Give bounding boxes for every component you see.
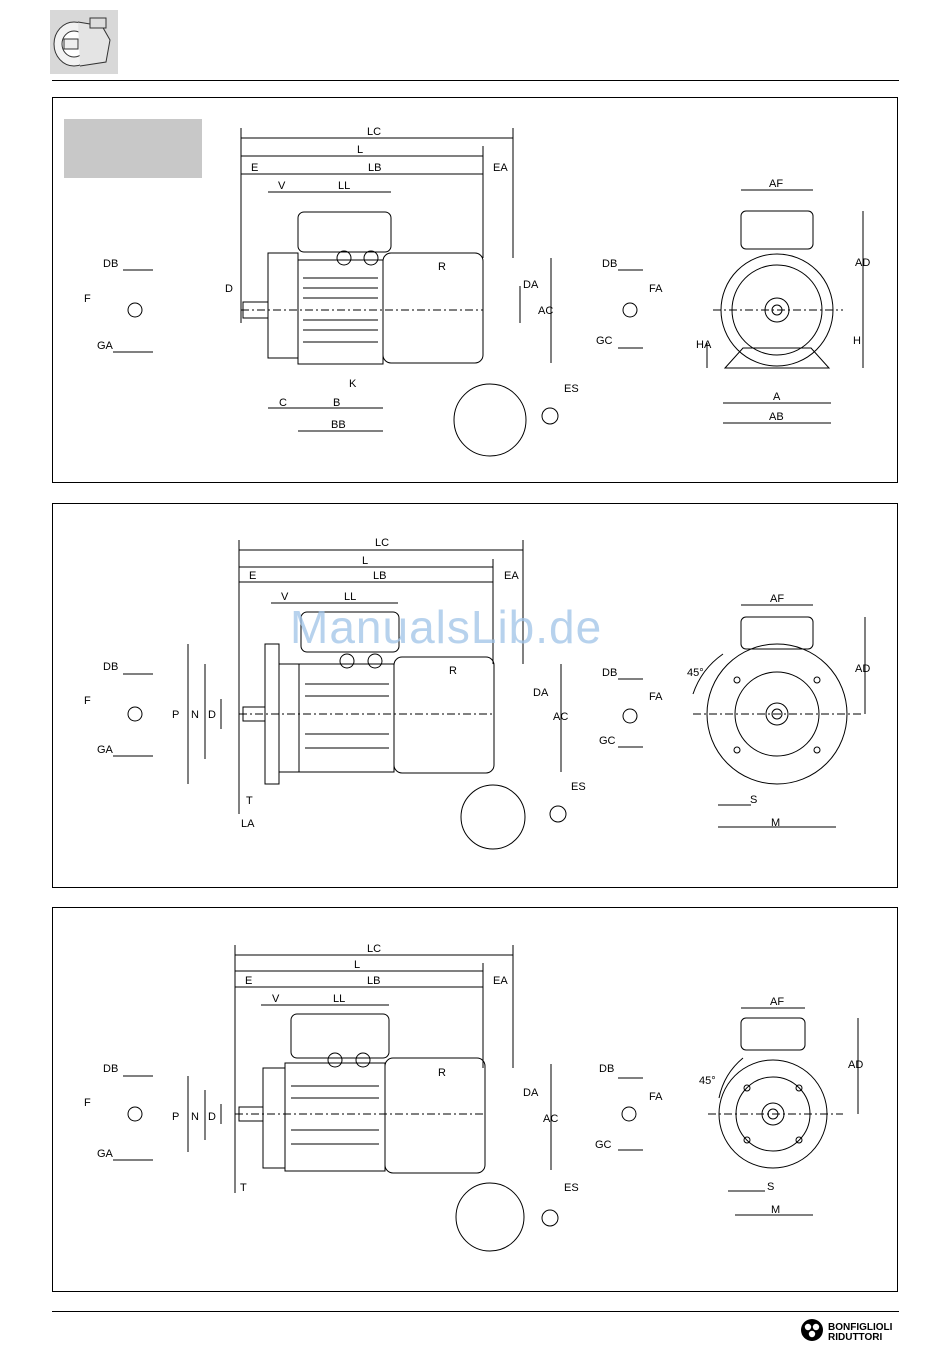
dim-label-ga: GA	[97, 744, 114, 756]
dim-label-ac: AC	[538, 305, 553, 317]
diagram-flange-b14: LC L E LB EA V LL R DA AC P N D T DB F G…	[53, 908, 899, 1293]
dim-label-v: V	[281, 591, 289, 603]
dim-label-ea: EA	[493, 975, 508, 987]
dim-label-f: F	[84, 1097, 91, 1109]
dim-label-l: L	[354, 959, 360, 971]
motor-thumbnail-icon	[50, 10, 118, 74]
dim-label-af: AF	[769, 178, 783, 190]
dim-label-ea: EA	[504, 570, 519, 582]
dim-label-lb: LB	[368, 162, 381, 174]
dim-label-la: LA	[241, 818, 255, 830]
dim-label-b: B	[333, 397, 340, 409]
footer-rule	[52, 1311, 899, 1312]
dim-label-ll: LL	[338, 180, 350, 192]
dim-label-d: D	[208, 1111, 216, 1123]
dim-label-k: K	[349, 378, 357, 390]
dim-label-ac: AC	[553, 711, 568, 723]
dim-label-l: L	[362, 555, 368, 567]
dim-label-lc: LC	[367, 126, 381, 138]
dim-label-af: AF	[770, 996, 784, 1008]
dim-label-db: DB	[103, 258, 118, 270]
dim-label-v: V	[278, 180, 286, 192]
dim-label-n: N	[191, 709, 199, 721]
panel-flange-b14: LC L E LB EA V LL R DA AC P N D T DB F G…	[52, 907, 898, 1292]
bonfiglioli-logo-icon	[800, 1318, 824, 1347]
dim-label-lb: LB	[373, 570, 386, 582]
dim-label-l: L	[357, 144, 363, 156]
dim-label-db: DB	[103, 661, 118, 673]
dim-label-gc: GC	[595, 1139, 612, 1151]
dim-label-es: ES	[564, 1182, 579, 1194]
dim-label-lb: LB	[367, 975, 380, 987]
dim-label-es: ES	[564, 383, 579, 395]
brand-block: BONFIGLIOLI RIDUTTORI	[800, 1318, 892, 1347]
dim-label-a: A	[773, 391, 781, 403]
dim-label-s: S	[767, 1181, 774, 1193]
dim-label-ad: AD	[855, 663, 870, 675]
dim-label-e: E	[245, 975, 252, 987]
dim-label-e: E	[249, 570, 256, 582]
dim-label-lc: LC	[367, 943, 381, 955]
dim-label-v: V	[272, 993, 280, 1005]
dim-label-t: T	[246, 795, 253, 807]
brand-subtitle: RIDUTTORI	[828, 1333, 892, 1343]
dim-label-gc: GC	[599, 735, 616, 747]
dim-label-lc: LC	[375, 537, 389, 549]
dim-label-h: H	[853, 335, 861, 347]
dim-label-bb: BB	[331, 419, 346, 431]
dim-label-p: P	[172, 709, 179, 721]
dim-label-db-end: DB	[602, 258, 617, 270]
diagram-flange-b5: LC L E LB EA V LL R DA AC P N D T LA DB …	[53, 504, 899, 889]
dim-label-fa: FA	[649, 283, 663, 295]
dim-label-t: T	[240, 1182, 247, 1194]
dim-label-angle: 45°	[699, 1075, 716, 1087]
header-rule	[52, 80, 899, 81]
dim-label-da: DA	[523, 1087, 539, 1099]
dim-label-f: F	[84, 695, 91, 707]
dim-label-f: F	[84, 293, 91, 305]
dim-label-af: AF	[770, 593, 784, 605]
dim-label-d: D	[225, 283, 233, 295]
dim-label-m: M	[771, 1204, 780, 1216]
panel-foot-mounted: LC L E LB EA V LL D R DA AC C B K BB DB …	[52, 97, 898, 483]
dim-label-c: C	[279, 397, 287, 409]
panel-flange-b5: LC L E LB EA V LL R DA AC P N D T LA DB …	[52, 503, 898, 888]
dim-label-p: P	[172, 1111, 179, 1123]
dim-label-ab: AB	[769, 411, 784, 423]
dim-label-r: R	[438, 1067, 446, 1079]
dim-label-ad: AD	[855, 257, 870, 269]
dim-label-fa: FA	[649, 1091, 663, 1103]
dim-label-m: M	[771, 817, 780, 829]
dim-label-db: DB	[103, 1063, 118, 1075]
dim-label-ad: AD	[848, 1059, 863, 1071]
dim-label-ea: EA	[493, 162, 508, 174]
dim-label-gc: GC	[596, 335, 613, 347]
dim-label-ac: AC	[543, 1113, 558, 1125]
dim-label-da: DA	[523, 279, 539, 291]
dim-label-r: R	[438, 261, 446, 273]
dim-label-ha: HA	[696, 339, 712, 351]
dim-label-ll: LL	[333, 993, 345, 1005]
dim-label-e: E	[251, 162, 258, 174]
dim-label-s: S	[750, 794, 757, 806]
dim-label-n: N	[191, 1111, 199, 1123]
watermark: ManualsLib.de	[290, 600, 602, 654]
dim-label-r: R	[449, 665, 457, 677]
brand-name: BONFIGLIOLI	[828, 1323, 892, 1333]
diagram-foot-mounted: LC L E LB EA V LL D R DA AC C B K BB DB …	[53, 98, 899, 484]
dim-label-d: D	[208, 709, 216, 721]
dim-label-angle: 45°	[687, 667, 704, 679]
dim-label-da: DA	[533, 687, 549, 699]
dim-label-ga: GA	[97, 340, 114, 352]
dim-label-es: ES	[571, 781, 586, 793]
dim-label-db-end: DB	[602, 667, 617, 679]
dim-label-fa: FA	[649, 691, 663, 703]
dim-label-ga: GA	[97, 1148, 114, 1160]
dim-label-db-end: DB	[599, 1063, 614, 1075]
